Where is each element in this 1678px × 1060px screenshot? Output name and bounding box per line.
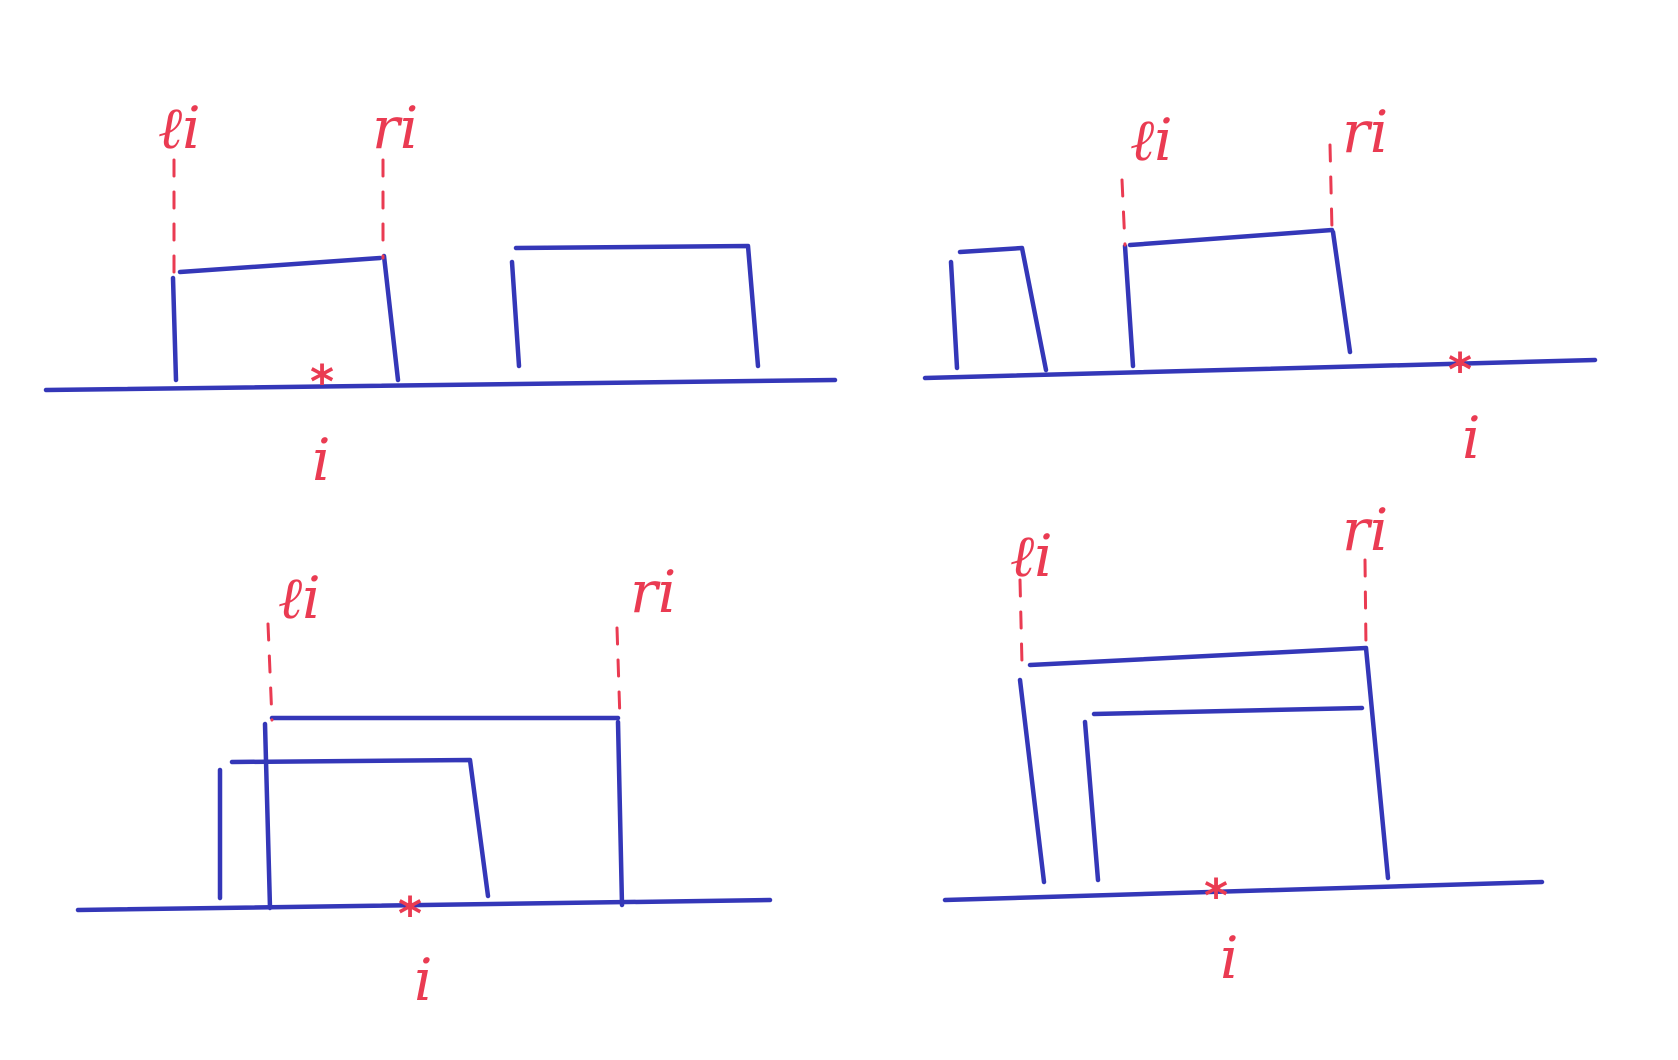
position-marker: * [310,355,334,409]
left-bound-marker [1120,178,1127,247]
bar-lower [217,757,491,901]
panel-1: ℓi ri * i [43,94,838,494]
right-bound-label: ri [372,94,418,162]
right-bound-marker [1328,143,1334,232]
panel-3: ℓi ri * i [75,558,773,1014]
panel-2: ℓi ri * i [922,98,1598,472]
right-bound-label: ri [1342,496,1388,564]
right-bound-label: ri [630,558,676,626]
left-bound-label: ℓi [158,94,201,162]
index-label: i [312,426,331,494]
bar-current [1122,227,1353,369]
position-marker: * [398,887,422,941]
right-bound-label: ri [1342,98,1388,166]
index-label: i [414,946,433,1014]
left-bound-label: ℓi [1130,106,1173,174]
baseline [942,879,1545,903]
index-label: i [1220,924,1239,992]
panel-4: ℓi ri * i [942,496,1545,992]
baseline [922,357,1598,381]
bar-lower [1082,705,1365,883]
baseline [75,897,773,913]
bar-current [170,253,401,383]
left-bound-label: ℓi [278,564,321,632]
position-marker: * [1448,343,1472,397]
left-bound-label: ℓi [1010,522,1053,590]
position-marker: * [1204,869,1228,923]
right-bound-marker [615,626,622,722]
right-bound-marker [1363,558,1368,650]
baseline [43,377,838,393]
bar-current [1017,645,1391,885]
bar-other [509,243,761,369]
bar-other [948,245,1049,373]
index-label: i [1462,404,1481,472]
left-bound-marker [266,622,274,722]
bar-current [262,715,625,911]
left-bound-marker [1018,578,1024,666]
